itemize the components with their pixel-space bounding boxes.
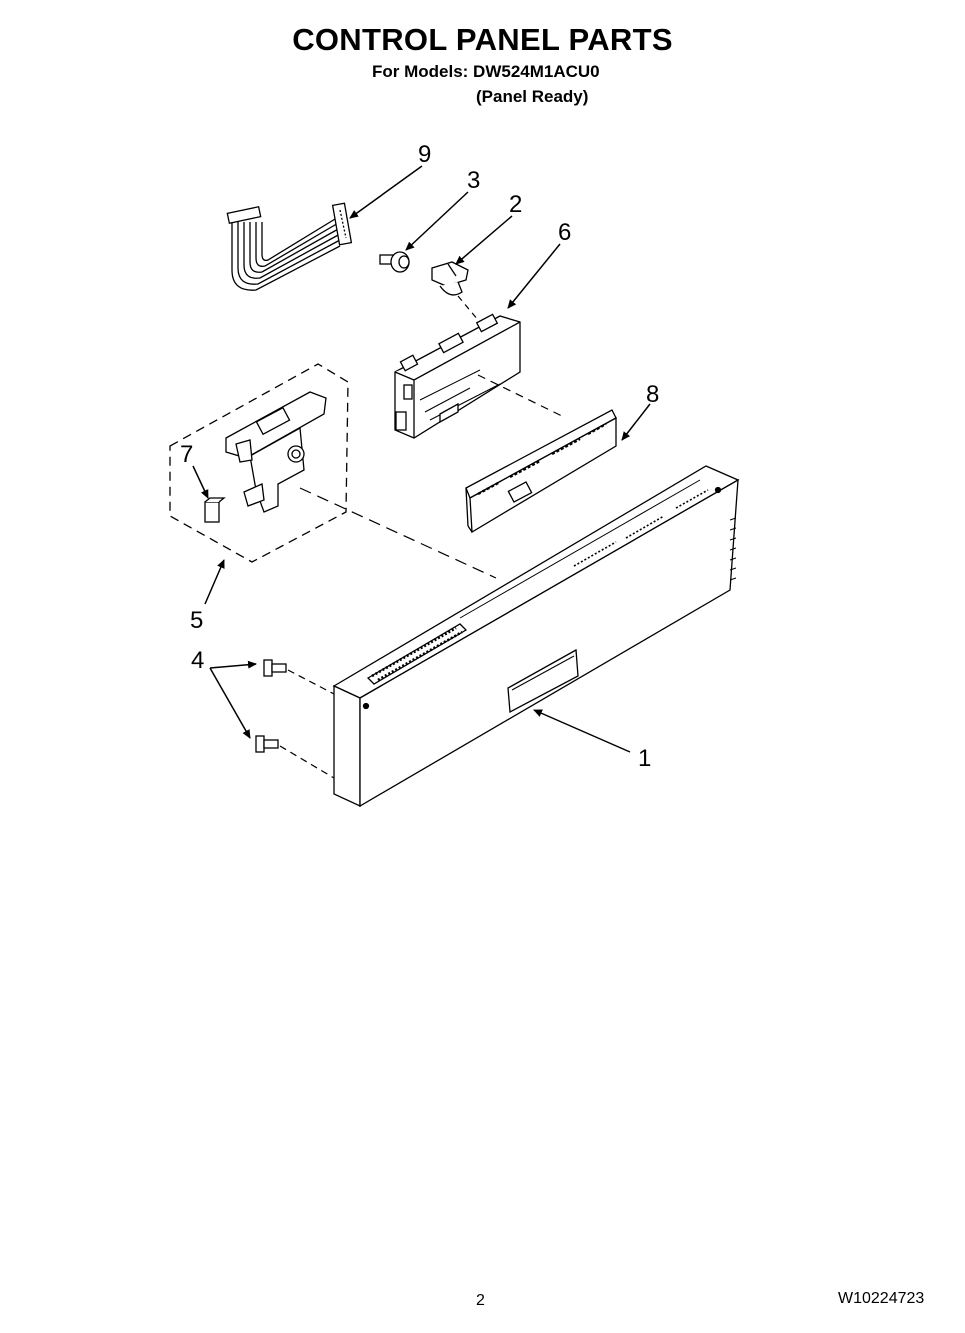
models-line: For Models: DW524M1ACU0 [372,62,600,81]
callout-9: 9 [418,141,431,168]
variant-line: (Panel Ready) [476,87,589,106]
leader-lines [192,165,651,753]
callout-1: 1 [638,745,651,772]
control-board-part-6 [394,313,521,439]
callout-8: 8 [646,381,659,408]
assembly-line [299,487,497,579]
callout-2: 2 [509,191,522,218]
clip-part-2 [431,261,469,296]
page-number: 2 [476,1292,485,1309]
assembly-line [457,295,479,321]
switch-part-7 [204,497,226,523]
page-title: CONTROL PANEL PARTS [292,22,673,57]
keypad-board-part-8 [465,409,617,534]
bracket-assembly-part-5 [169,363,349,563]
assembly-line [287,669,335,695]
callout-3: 3 [467,167,480,194]
wire-harness-part-9 [226,202,353,291]
callout-4: 4 [191,647,204,674]
assembly-line [477,374,567,419]
control-panel-part-1 [332,465,740,808]
screw-part-4 [255,659,287,753]
assembly-line [279,745,335,779]
callout-5: 5 [190,607,203,634]
callout-7: 7 [180,441,193,468]
callout-6: 6 [558,219,571,246]
document-number: W10224723 [838,1290,925,1307]
sensor-part-3 [379,251,410,273]
